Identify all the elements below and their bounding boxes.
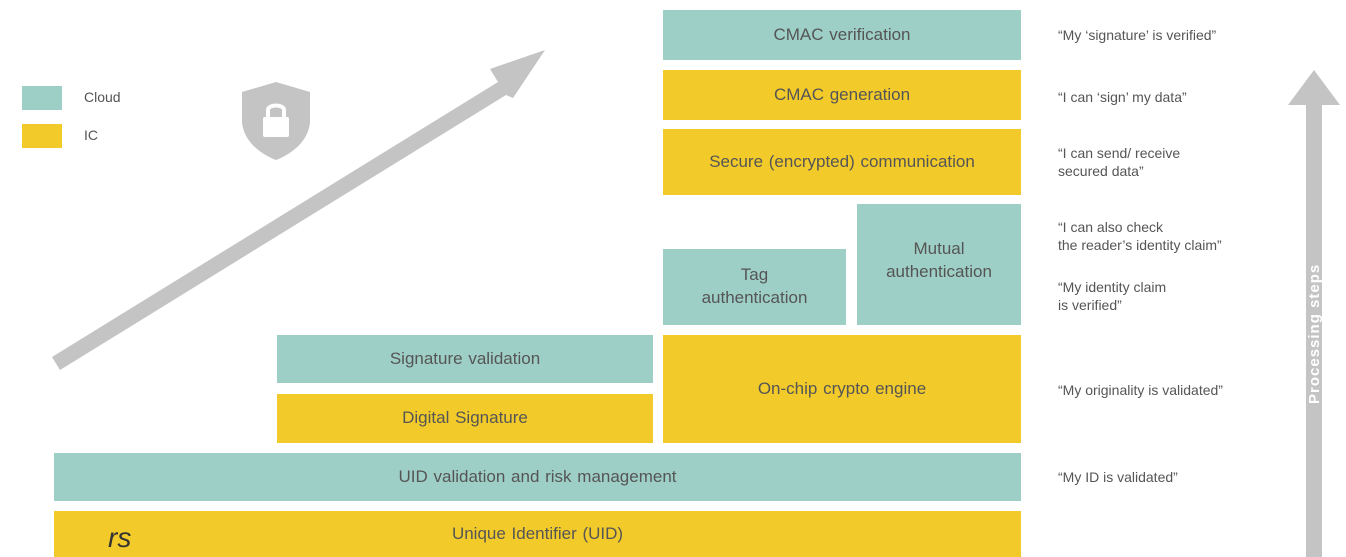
uid-block: Unique Identifier (UID) bbox=[54, 511, 1021, 557]
quote-originality: “My originality is validated” bbox=[1058, 382, 1223, 398]
quote-cmac-generation: “I can ‘sign’ my data” bbox=[1058, 89, 1187, 105]
quote-id-validated: “My ID is validated” bbox=[1058, 469, 1178, 485]
digital-signature-block: Digital Signature bbox=[277, 394, 653, 443]
cmac-verification-block: CMAC verification bbox=[663, 10, 1021, 60]
security-level-arrow bbox=[52, 50, 545, 370]
legend-swatch-ic bbox=[22, 124, 62, 148]
cmac-generation-block: CMAC generation bbox=[663, 70, 1021, 120]
uid-validation-block: UID validation and risk management bbox=[54, 453, 1021, 501]
processing-steps-label: Processing steps bbox=[1306, 263, 1323, 404]
secure-communication-block: Secure (encrypted) communication bbox=[663, 129, 1021, 195]
quote-mutual-authentication: “I can also check the reader’s identity … bbox=[1058, 219, 1222, 254]
signature-validation-block: Signature validation bbox=[277, 335, 653, 383]
processing-steps-arrow bbox=[1288, 70, 1340, 557]
caption-fragment: rs bbox=[108, 522, 132, 553]
legend-label-cloud: Cloud bbox=[84, 89, 121, 105]
crypto-engine-block: On-chip crypto engine bbox=[663, 335, 1021, 443]
mutual-authentication-block: Mutual authentication bbox=[857, 204, 1021, 325]
legend-swatch-cloud bbox=[22, 86, 62, 110]
tag-authentication-block: Tag authentication bbox=[663, 249, 846, 325]
quote-identity-claim: “My identity claim is verified” bbox=[1058, 279, 1167, 314]
legend-label-ic: IC bbox=[84, 127, 98, 143]
quote-cmac-verification: “My ‘signature’ is verified” bbox=[1058, 27, 1217, 43]
shield-lock-icon bbox=[242, 82, 310, 160]
quote-secure-communication: “I can send/ receive secured data” bbox=[1058, 145, 1181, 180]
